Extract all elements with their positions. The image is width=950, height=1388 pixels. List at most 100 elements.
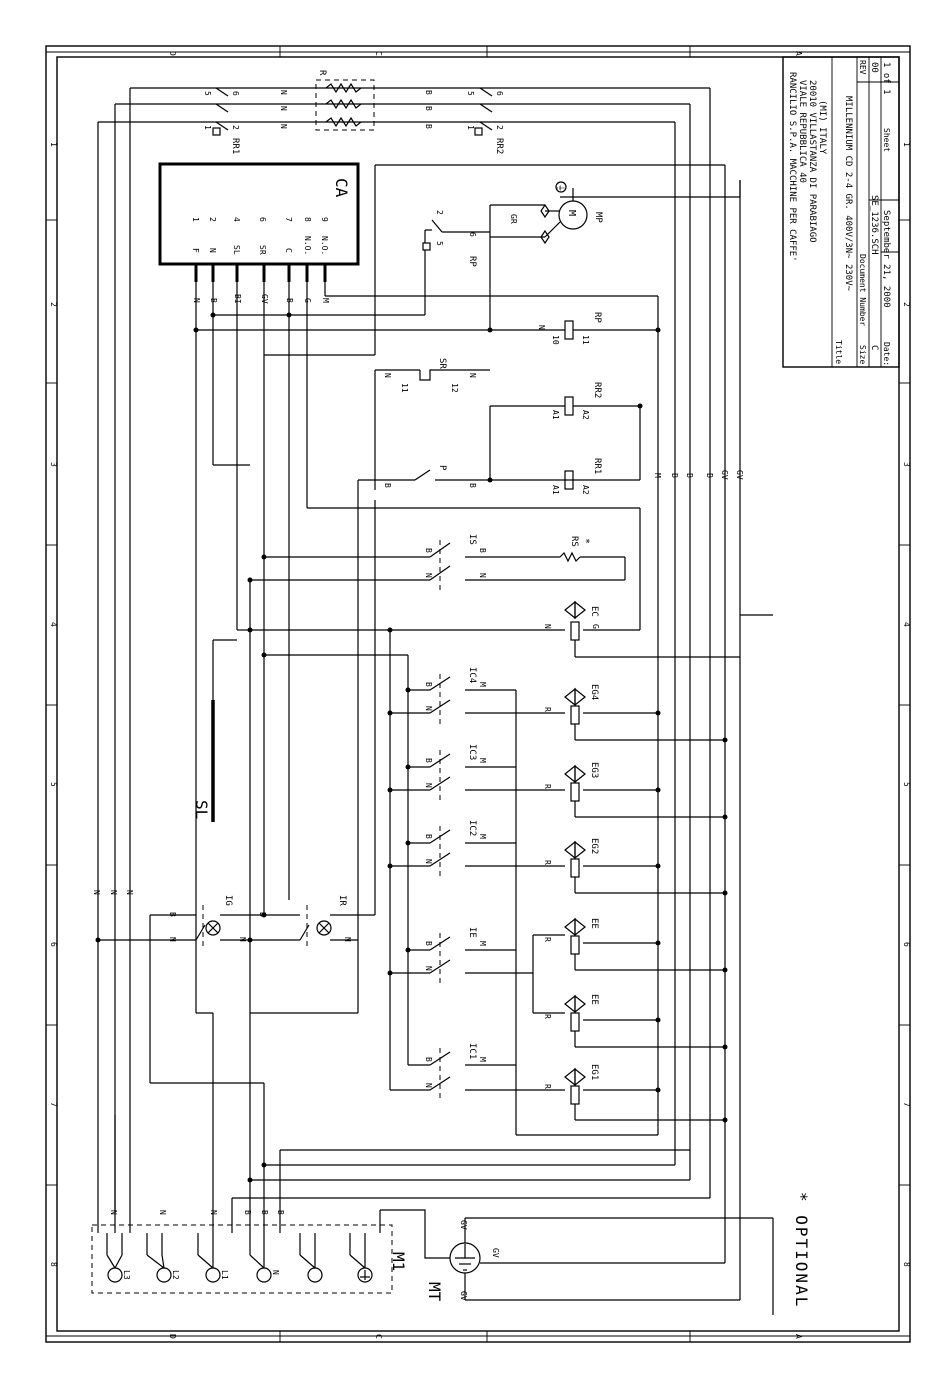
m1-wire-n-3: N <box>209 1210 218 1215</box>
mp-ground-symbol: ⏚ <box>556 184 565 192</box>
ic2-wire-m: M <box>478 834 487 839</box>
ca-pin-4: 4 <box>232 217 241 222</box>
is-wire-n1: N <box>424 573 433 578</box>
ic2-wire-b: B <box>424 834 433 839</box>
eg3-wire-r: R <box>543 784 552 789</box>
ic1-label: IC1 <box>467 1043 477 1059</box>
wire-b-2: B <box>424 106 433 111</box>
zone-left-5: 5 <box>49 782 58 787</box>
ca-pin-8: 8 <box>303 217 312 222</box>
mt-wire-gv-3: GV <box>459 1291 468 1301</box>
eg2-wire-r: R <box>543 860 552 865</box>
sheet-label: Sheet <box>882 128 891 152</box>
rp-switch: 2 5 6 RP <box>422 204 545 330</box>
ca-pinlabel-no9: N.O. <box>320 236 329 255</box>
rr1-coil: A1 A2 RR1 <box>487 458 640 495</box>
rp-coil-label: RP <box>592 312 602 323</box>
sr-wire-n1: N <box>383 373 392 378</box>
rs-label: RS <box>569 536 579 547</box>
rr2-label: RR2 <box>494 138 504 154</box>
rp-pin-5: 5 <box>435 241 444 246</box>
zone-left-4: 4 <box>49 622 58 627</box>
m1-label: M1 <box>389 1252 408 1271</box>
ic2-label: IC2 <box>467 820 477 836</box>
zone-left-8: 8 <box>49 1262 58 1267</box>
eg4-label: EG4 <box>589 684 599 700</box>
zone-bottom-a: A <box>794 1334 803 1339</box>
zone-right-3: 3 <box>902 462 911 467</box>
ec-wire-n: N <box>543 624 552 629</box>
ic4-switch: B N M IC4 <box>387 667 565 725</box>
bus-label-b1: B <box>670 473 679 478</box>
rr1-coil-label: RR1 <box>592 458 602 474</box>
rp-coil-pin-11: 11 <box>581 335 590 345</box>
ie-wire-b: B <box>424 941 433 946</box>
ee-valve-b: R EE <box>533 994 728 1050</box>
feed-labels: N N N <box>92 890 134 895</box>
p-switch: B B P <box>357 465 490 1013</box>
ee-b-label: EE <box>589 994 599 1005</box>
ca-label: CA <box>332 178 351 198</box>
rr2-pin-5: 5 <box>466 91 475 96</box>
m1-label-l3: L3 <box>122 1270 131 1280</box>
bus-wires <box>97 87 741 1300</box>
rr1-coil-a1: A1 <box>551 485 560 495</box>
ic1-wire-b: B <box>424 1057 433 1062</box>
ic2-switch: B N M IC2 <box>387 820 565 878</box>
eg4-valve: R EG4 <box>543 684 728 743</box>
mp-motor: M ⏚ GR MP <box>490 181 603 245</box>
ic3-switch: B N M IC3 <box>387 744 565 802</box>
m1-wire-b-3: B <box>276 1210 285 1215</box>
ee-a-label: EE <box>589 918 599 929</box>
mt-wire-gv-2: GV <box>491 1248 500 1258</box>
bus-labels: M B B B GV GV <box>653 470 744 480</box>
rr1-pin-6: 6 <box>231 91 240 96</box>
rr2-pin-1: 1 <box>466 125 475 130</box>
ic4-label: IC4 <box>467 667 477 683</box>
ca-pin-1: 1 <box>191 217 200 222</box>
rp-pin-6: 6 <box>468 232 477 237</box>
size-value: C <box>869 345 879 350</box>
rr2-pin-2: 2 <box>495 125 504 130</box>
feed-n-2: N <box>109 890 118 895</box>
ic2-wire-n: N <box>424 859 433 864</box>
is-wire-b2: B <box>478 548 487 553</box>
zone-left-7: 7 <box>49 1102 58 1107</box>
feed-n-3: N <box>125 890 134 895</box>
m1-terminal-ground <box>349 1233 373 1283</box>
ca-pinlabel-c: C <box>284 248 293 253</box>
ca-control-unit: CA 1 2 4 6 7 8 9 F N SL SR C N.O. N.O. N… <box>158 162 658 1013</box>
rr2-pin-6: 6 <box>495 91 504 96</box>
rp-coil-pin-10: 10 <box>551 335 560 345</box>
mp-motor-symbol: M <box>566 210 577 216</box>
ic3-wire-m: M <box>478 758 487 763</box>
m1-terminal-l3: L3 <box>106 1233 131 1283</box>
group-switches: B N M IC4 B N M IC3 <box>387 667 658 1136</box>
eg2-valve: R EG2 <box>543 838 728 896</box>
ca-pinlabel-sr: SR <box>258 245 267 255</box>
ca-wire-m: M <box>321 298 330 303</box>
ca-pin-9: 9 <box>320 217 329 222</box>
mt-label: MT <box>425 1282 444 1302</box>
zone-right-5: 5 <box>902 782 911 787</box>
ca-pinlabel-sl: SL <box>232 245 241 255</box>
wire-n-1: N <box>279 90 288 95</box>
m1-terminal-block: L3 L2 L1 N <box>91 1210 408 1294</box>
mp-label: MP <box>593 212 603 223</box>
rp-coil-wire-n: N <box>537 325 546 330</box>
ig-switch: B N N IG <box>95 895 264 1083</box>
ec-valve: N G EC <box>247 600 740 658</box>
sl-sensor: SL <box>192 639 237 822</box>
bus-label-b2: B <box>685 473 694 478</box>
rr1-pin-2: 2 <box>231 125 240 130</box>
ic1-wire-m: M <box>478 1057 487 1062</box>
rr2-coil-a2: A2 <box>581 410 590 420</box>
ca-pinlabel-no8: N.O. <box>303 236 312 255</box>
rp-coil: 10 11 N RP <box>537 312 602 345</box>
m1-terminal-n: N <box>249 1233 280 1283</box>
bus-label-gv2: GV <box>735 470 744 480</box>
ec-label: EC <box>589 606 599 617</box>
m1-terminal-l1: L1 <box>197 1233 229 1283</box>
ig-label: IG <box>223 895 233 906</box>
ca-pinlabel-n: N <box>208 248 217 253</box>
